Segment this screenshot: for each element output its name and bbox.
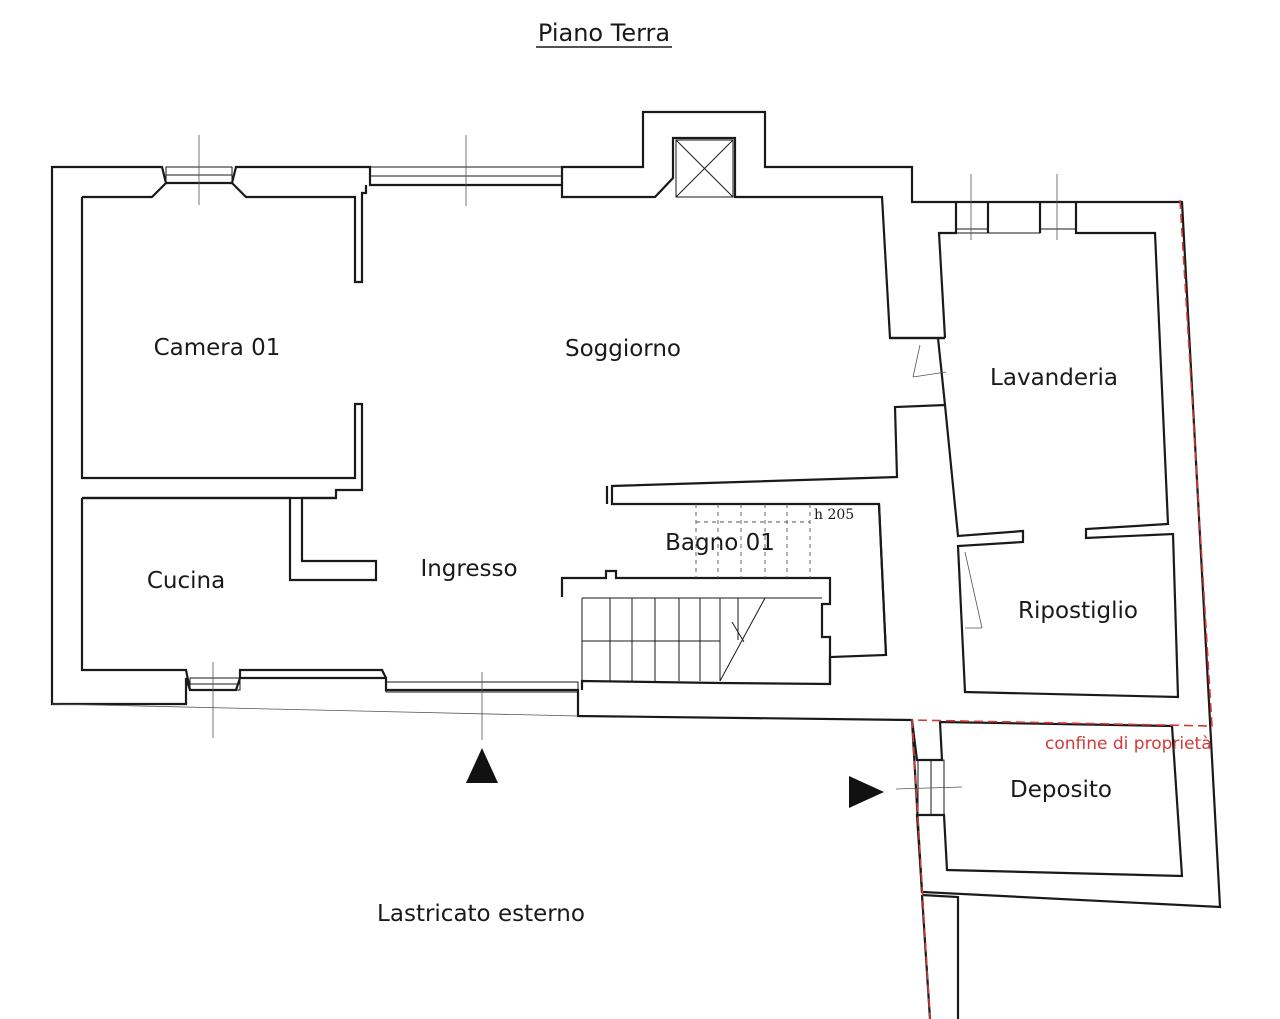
plan-title: Piano Terra: [538, 19, 670, 47]
window-soggiorno: [369, 135, 563, 206]
room-label-camera: Camera 01: [154, 335, 281, 361]
stair-bagno: [560, 486, 888, 684]
room-label-ingresso: Ingresso: [420, 556, 517, 582]
room-label-lavanderia: Lavanderia: [990, 365, 1118, 391]
door-ingresso: [51, 672, 579, 740]
ingresso-walls: [82, 496, 378, 582]
property-line: [911, 199, 1213, 1019]
area-label-lastricato: Lastricato esterno: [377, 901, 585, 927]
room-label-cucina: Cucina: [147, 568, 225, 594]
window-camera: [165, 135, 233, 205]
deposito-walls: [895, 719, 1184, 1019]
room-label-ripostiglio: Ripostiglio: [1018, 598, 1138, 624]
height-note: h 205: [814, 507, 854, 523]
property-line-label: confine di proprietà: [1045, 734, 1212, 754]
room-label-bagno: Bagno 01: [665, 530, 775, 556]
entrance-arrow-up-icon: [466, 748, 498, 783]
room-label-deposito: Deposito: [1010, 777, 1112, 803]
chimney-flue: [675, 139, 734, 198]
room-label-soggiorno: Soggiorno: [565, 336, 681, 362]
window-cucina: [189, 662, 241, 738]
entrance-arrow-right-icon: [849, 776, 884, 808]
